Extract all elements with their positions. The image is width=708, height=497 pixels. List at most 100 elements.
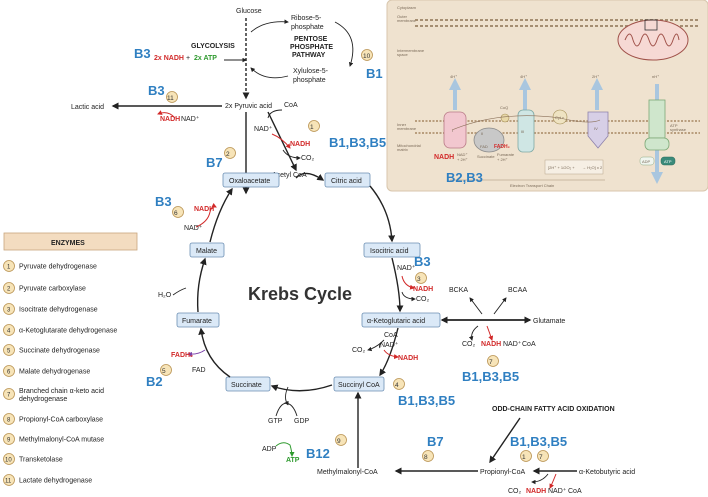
svg-text:1: 1 (522, 454, 526, 461)
ketobutyric-label: α-Ketobutyric acid (579, 469, 635, 476)
etc-chain-label: Electron Transport Chain (510, 183, 554, 188)
coq-marker: CoQ (500, 105, 510, 123)
badge-odd-1: 1 (520, 450, 532, 462)
badge-odd-7: 7 (537, 450, 549, 462)
etc-hn: nH⁺ (652, 74, 659, 79)
etc-adp: ADP (642, 159, 651, 164)
akgdh-coa: CoA (384, 332, 398, 339)
complex-iv: IV (587, 111, 609, 149)
svg-text:Fumarate: Fumarate (182, 318, 212, 325)
node-fumarate: Fumarate (176, 312, 220, 328)
enzyme-badge (3, 413, 15, 425)
vitamin-b3-mdh: B3 (155, 194, 172, 209)
ribose-label-2: phosphate (291, 24, 324, 31)
bcka-label: BCKA (449, 287, 468, 294)
vitamin-akgdh: B1,B3,B5 (398, 393, 455, 408)
svg-text:CoQ: CoQ (500, 105, 508, 110)
complex-ii: II FAD (473, 127, 505, 153)
mitochondrion-icon (617, 19, 689, 61)
glycolysis-label: GLYCOLYSIS (191, 43, 235, 50)
etc-water-eq: [2H⁺ + 1/2O₂ + (548, 165, 575, 170)
enzyme-name: Malate dehydrogenase (19, 369, 90, 376)
svg-text:Oxaloacetate: Oxaloacetate (229, 178, 270, 185)
enzyme-badge (3, 260, 15, 272)
bckdh-co2: CO₂ (462, 341, 476, 348)
gtp-label: GTP (268, 418, 283, 425)
vitamin-pdh: B1,B3,B5 (329, 135, 386, 150)
enzyme-name: Isocitrate dehydrogenase (19, 307, 98, 314)
pdh-nad: NAD⁺ (254, 125, 273, 133)
badge-pc: 2 (224, 147, 236, 159)
badge-idh: 3 (415, 272, 427, 284)
enzyme-name: α-Ketoglutarate dehydrogenase (19, 328, 117, 335)
svg-text:Citric acid: Citric acid (331, 178, 362, 185)
svg-text:2: 2 (226, 151, 230, 158)
etc-nad-1: NAD⁺ (457, 152, 468, 157)
etc-outer-label-2: membrane (397, 18, 417, 23)
propionyl-label: Propionyl-CoA (480, 469, 525, 476)
node-malate: Malate (189, 242, 225, 258)
enzyme-badge (3, 282, 15, 294)
svg-text:6: 6 (174, 210, 178, 217)
etc-inner-label-2: membrane (397, 126, 417, 131)
vitamin-b7-pc: B7 (206, 155, 223, 170)
etc-matrix-label-1: Mitochondrial (397, 143, 421, 148)
glycolysis-nadh: 2x NADH (154, 55, 184, 62)
odd-co2: CO₂ (508, 488, 522, 495)
xylulose-label-2: phosphate (293, 77, 326, 84)
svg-text:7: 7 (489, 359, 493, 366)
etc-nad-2: + 2H⁺ (457, 157, 468, 162)
etc-intermembrane-label-1: Intermembrane (397, 48, 425, 53)
enzyme-name: Pyruvate carboxylase (19, 286, 86, 293)
etc-fumarate-2: + 2H⁺ (497, 157, 508, 162)
enzyme-name-line2: dehydrogenase (19, 396, 67, 403)
etc-outer-label-1: Outer (397, 14, 408, 19)
svg-text:Succinyl CoA: Succinyl CoA (338, 382, 380, 389)
svg-text:3: 3 (417, 276, 421, 283)
badge-mcm: 9 (335, 434, 347, 446)
vitamin-b3-lactate: B3 (148, 83, 165, 98)
svg-text:II: II (481, 131, 483, 136)
badge-mdh: 6 (172, 206, 184, 218)
svg-text:Isocitric acid: Isocitric acid (370, 248, 409, 255)
node-isocitric-acid: Isocitric acid (363, 242, 421, 258)
svg-text:synthase: synthase (670, 127, 687, 132)
svg-text:Succinate: Succinate (231, 382, 262, 389)
vitamin-b1-ppp: B1 (366, 66, 383, 81)
enzyme-legend-header: ENZYMES (51, 240, 85, 247)
acetyl-coa-label: Acetyl CoA (272, 172, 307, 179)
svg-text:Malate: Malate (196, 248, 217, 255)
ppp-label-3: PATHWAY (292, 52, 326, 59)
enzyme-number: 8 (7, 418, 11, 424)
enzyme-number: 7 (7, 393, 11, 399)
idh-co2: CO₂ (416, 296, 430, 303)
lactate-nad: NAD⁺ (181, 115, 200, 123)
vitamin-b3-idh: B3 (414, 254, 431, 269)
etc-atp: ATP (664, 159, 672, 164)
enzyme-name: Propionyl-CoA carboxylase (19, 417, 103, 424)
enzyme-badge (3, 433, 15, 445)
adp-label: ADP (262, 446, 277, 453)
odd-chain-label: ODD-CHAIN FATTY ACID OXIDATION (492, 406, 615, 413)
h2o-label: H₂O (158, 292, 172, 299)
vitamin-b7-pcc: B7 (427, 434, 444, 449)
bcaa-label: BCAA (508, 287, 527, 294)
svg-text:IV: IV (594, 126, 598, 131)
vitamin-etc: B2,B3 (446, 170, 483, 185)
enzyme-number: 4 (7, 329, 11, 335)
etc-panel: Cytoplasm Outer membrane Intermembrane s… (386, 0, 708, 192)
odd-coa: CoA (568, 488, 582, 495)
node-oxaloacetate: Oxaloacetate (222, 172, 280, 188)
svg-text:1: 1 (310, 124, 314, 131)
idh-nad: NAD⁺ (397, 264, 416, 272)
ppp-label-2: PHOSPHATE (290, 44, 333, 51)
etc-h2: 2H⁺ (592, 74, 599, 79)
